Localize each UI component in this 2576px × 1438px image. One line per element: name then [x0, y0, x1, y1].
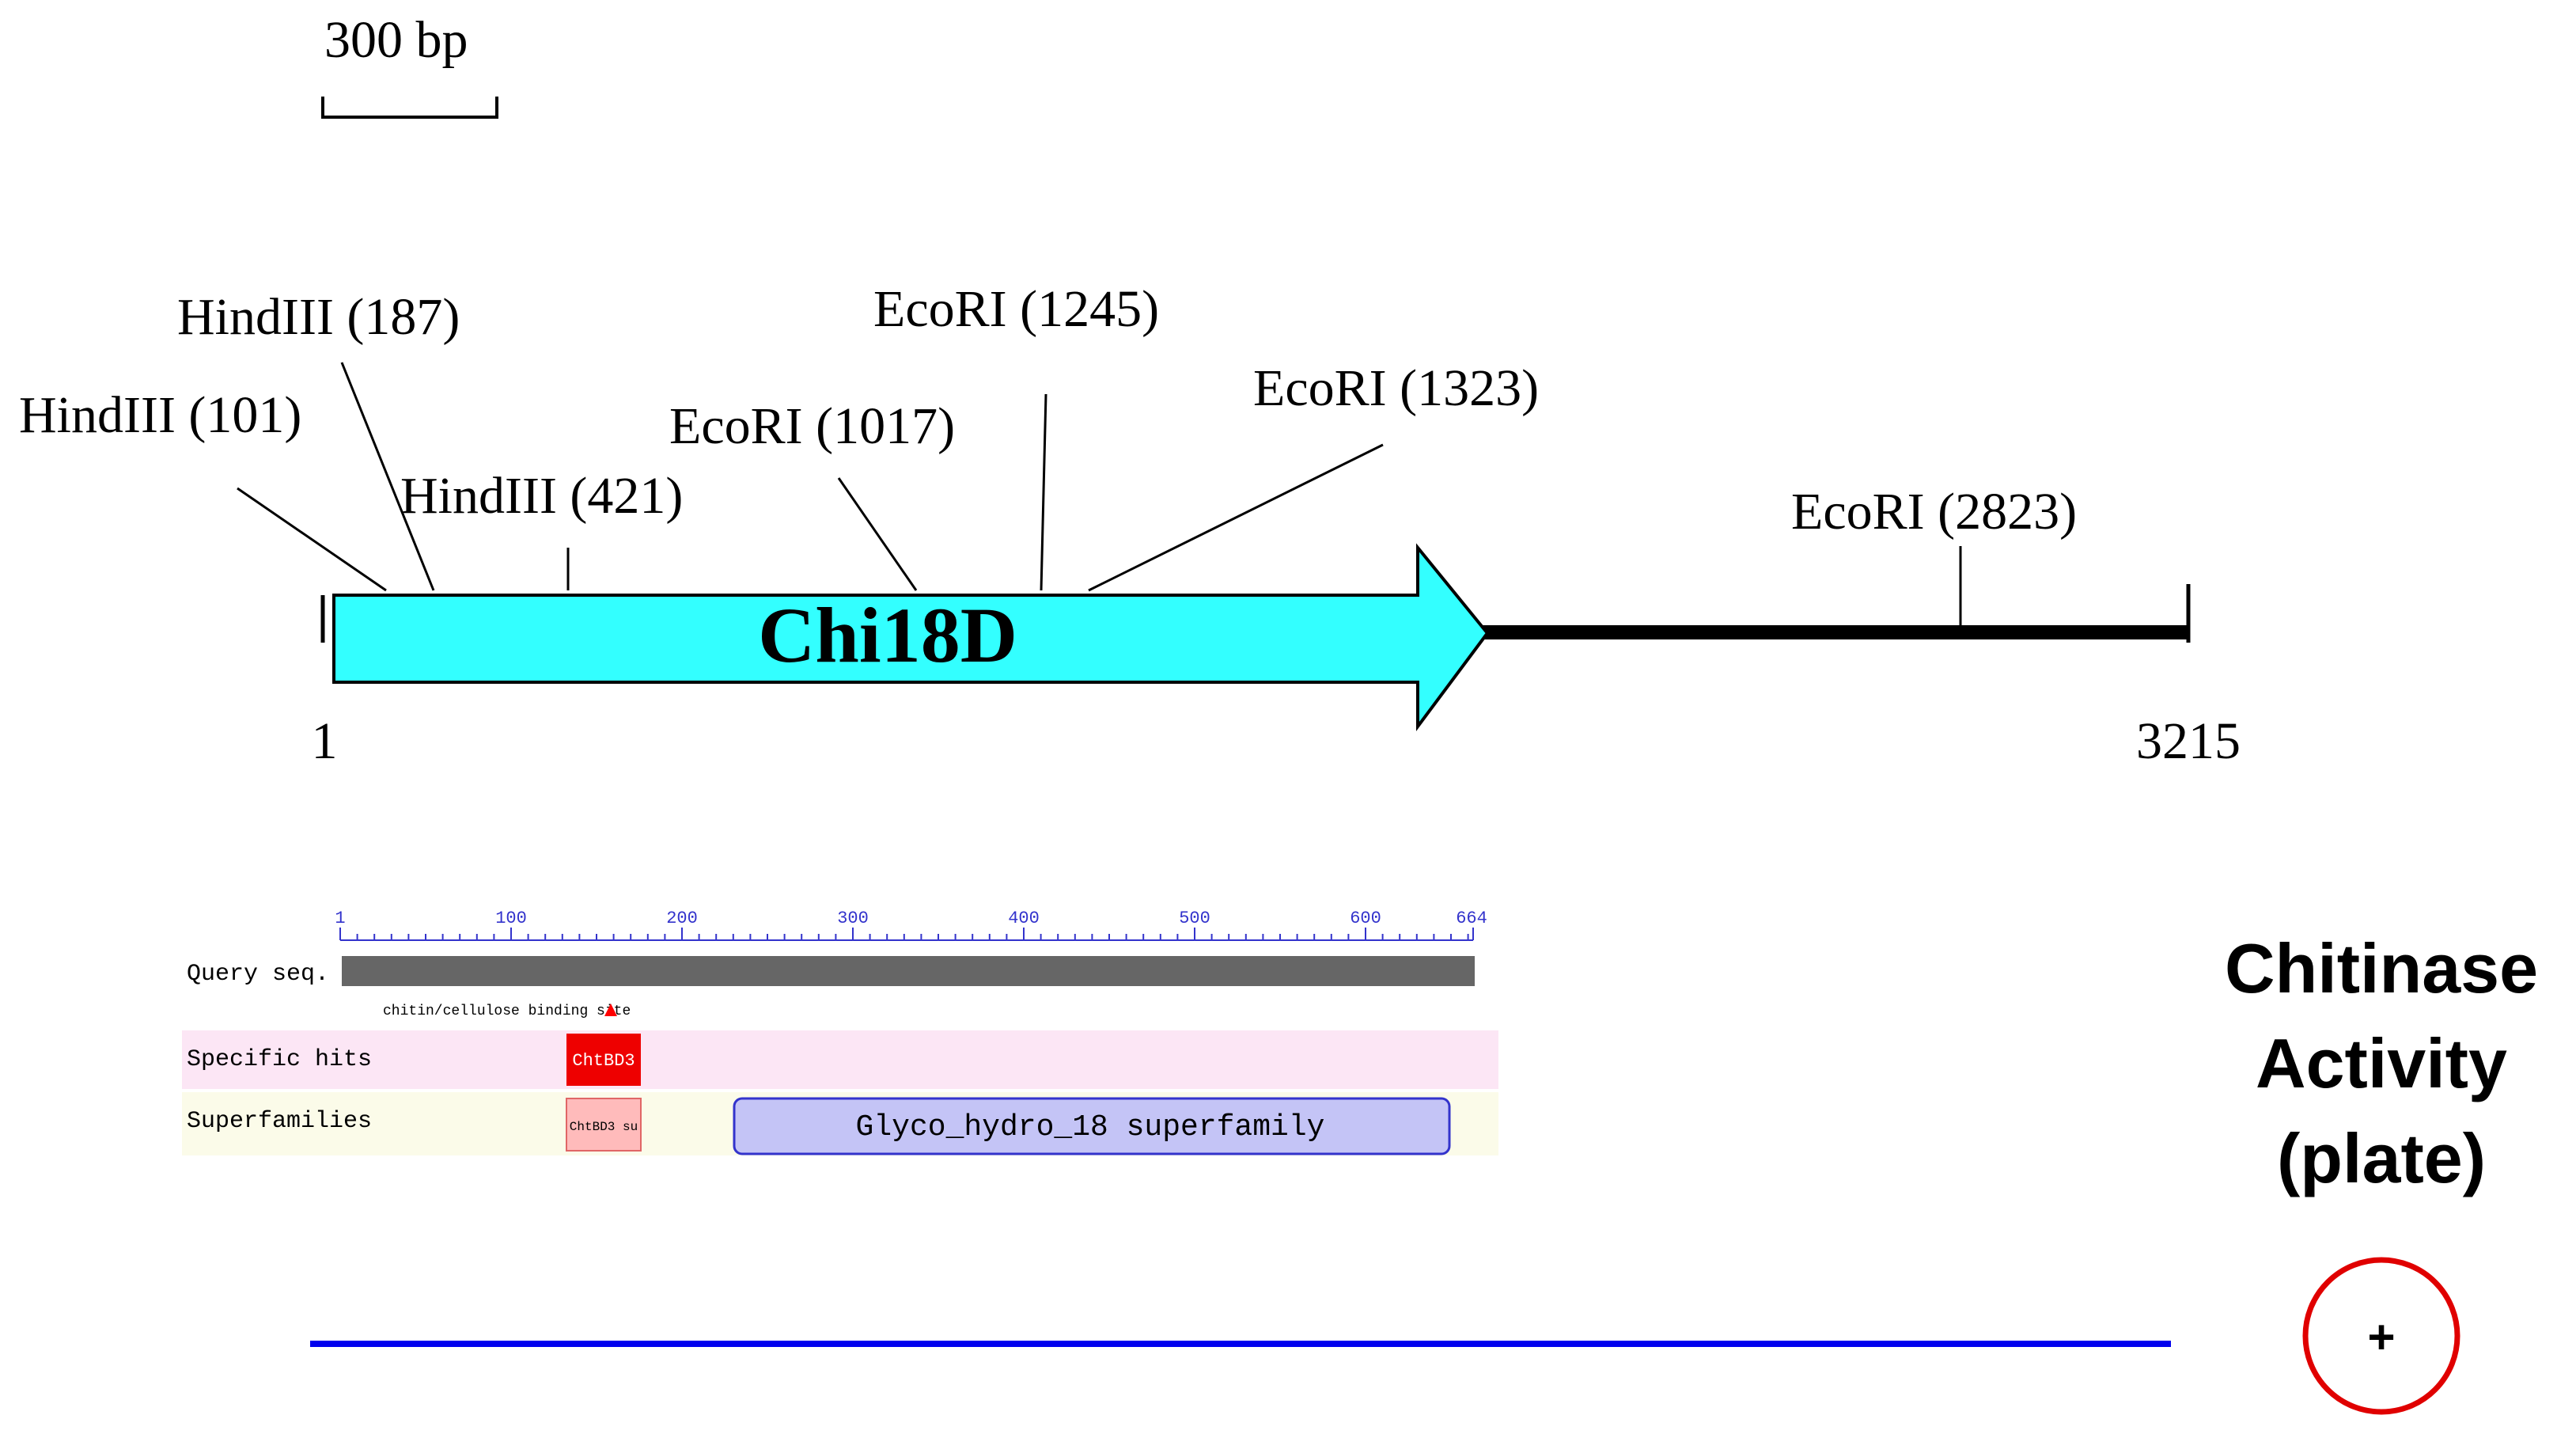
specific-hits-label: Specific hits [187, 1046, 372, 1073]
site-label-ecori-2823: EcoRI (2823) [1791, 483, 2077, 541]
ruler-tick-label: 500 [1179, 909, 1210, 928]
map-start-label: 1 [312, 712, 338, 770]
binding-site-marker-icon [604, 1004, 617, 1016]
superfamilies-label: Superfamilies [187, 1108, 372, 1135]
activity-title-line1: Chitinase [2225, 929, 2538, 1007]
noncoding-region-line [1472, 625, 2190, 639]
scale-bar: 300 bp [321, 11, 498, 119]
query-seq-bar [342, 956, 1475, 986]
ruler-ticks [339, 928, 1474, 940]
site-label-hindiii-187: HindIII (187) [177, 288, 460, 346]
map-end-label: 3215 [2136, 712, 2241, 770]
site-line-ecori-1323 [1088, 443, 1384, 592]
site-line-ecori-1245 [1040, 393, 1047, 591]
site-line-hindiii-101 [237, 487, 387, 592]
superfamily-small-box [566, 1098, 642, 1152]
site-label-ecori-1323: EcoRI (1323) [1253, 359, 1539, 417]
scale-bar-label: 300 bp [324, 11, 468, 69]
specific-hit-name: ChtBD3 [572, 1051, 635, 1071]
site-label-ecori-1017: EcoRI (1017) [669, 397, 955, 455]
site-label-ecori-1245: EcoRI (1245) [873, 280, 1159, 338]
gene-name: Chi18D [758, 591, 1017, 679]
domain-panel: 1 100 200 300 400 500 600 664 Query seq.… [157, 886, 1502, 1211]
site-line-ecori-1017 [837, 477, 918, 591]
ruler-tick-label: 100 [495, 909, 527, 928]
superfamily-small-name: ChtBD3 su [570, 1120, 638, 1134]
query-seq-label: Query seq. [187, 961, 329, 988]
ruler-tick-label: 1 [335, 909, 345, 928]
site-label-hindiii-421: HindIII (421) [400, 467, 683, 525]
ruler-tick-labels: 1 100 200 300 400 500 600 664 [335, 909, 1487, 928]
specific-hits-band [182, 1030, 1498, 1089]
site-label-hindiii-101: HindIII (101) [19, 386, 301, 444]
ruler-tick-label: 600 [1350, 909, 1381, 928]
ruler-tick-label: 300 [837, 909, 869, 928]
gene-arrow [332, 543, 1490, 732]
activity-result-circle [2302, 1257, 2460, 1415]
binding-site-label: chitin/cellulose binding site [383, 1004, 631, 1019]
ruler-tick-label: 400 [1008, 909, 1040, 928]
ruler-tick-label: 664 [1456, 909, 1487, 928]
ruler-tick-label: 200 [666, 909, 698, 928]
scale-bar-bracket [321, 97, 498, 119]
activity-title-line3: (plate) [2277, 1119, 2486, 1197]
activity-title-line2: Activity [2256, 1024, 2507, 1102]
site-line-hindiii-187 [340, 362, 435, 591]
gene-map: Chi18D 1 3215 HindIII (101) HindIII (187… [19, 280, 2241, 770]
superfamily-main-box [733, 1097, 1451, 1155]
activity-panel: Chitinase Activity (plate) + [2225, 929, 2538, 1415]
activity-result: + [2367, 1311, 2395, 1364]
superfamily-main-name: Glyco_hydro_18 superfamily [856, 1110, 1325, 1144]
specific-hit-box [566, 1034, 641, 1086]
